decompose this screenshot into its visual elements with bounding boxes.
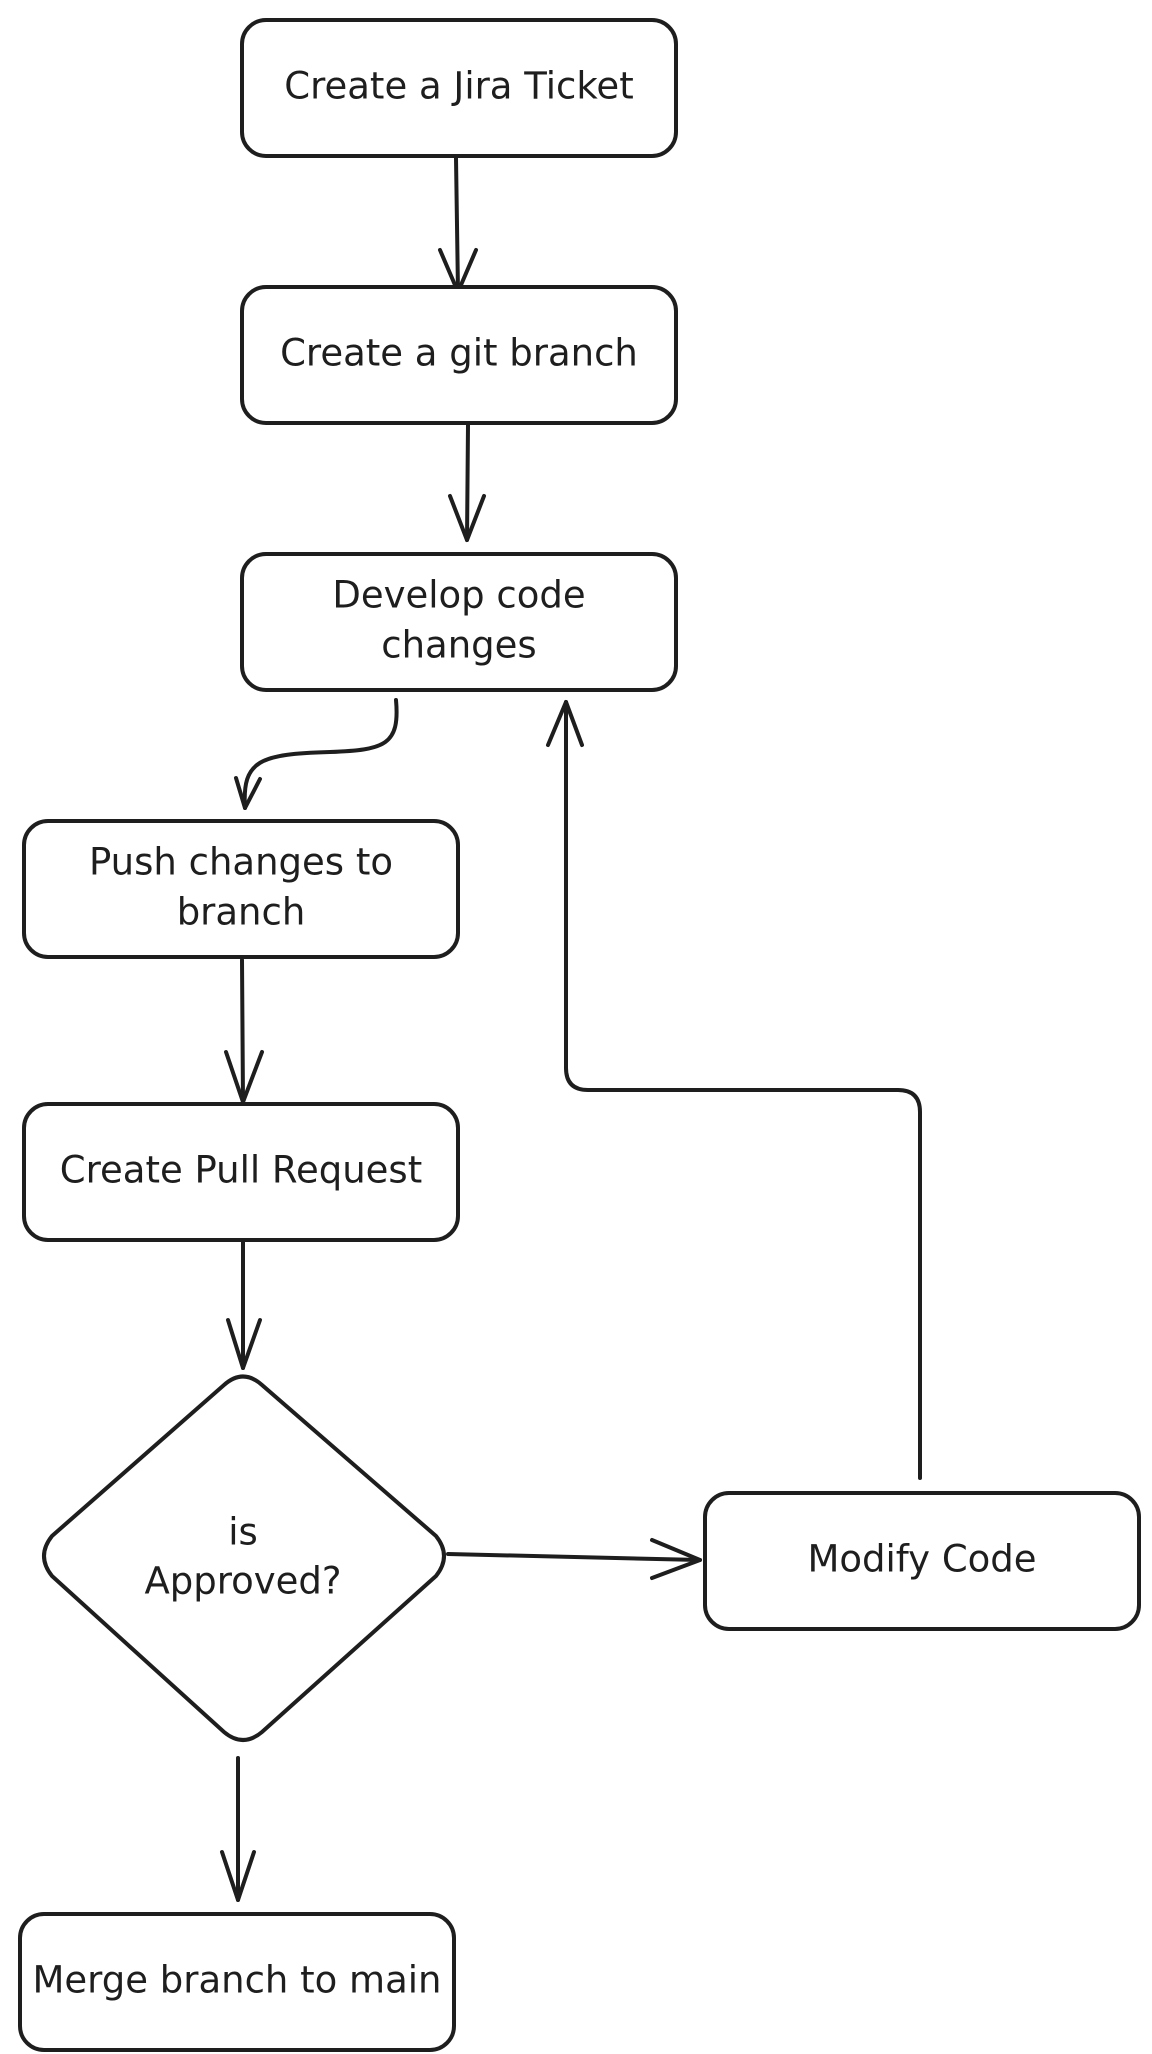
node-modify-code: Modify Code: [703, 1491, 1141, 1631]
arrowhead-modify-to-develop: [546, 700, 584, 747]
node-create-jira-ticket-label: Create a Jira Ticket: [284, 65, 633, 108]
node-is-approved-label-line1: is: [228, 1511, 258, 1554]
node-push-changes-label-line2: branch: [177, 891, 306, 934]
edge-develop-to-push: [242, 698, 399, 810]
node-create-jira-ticket: Create a Jira Ticket: [240, 18, 678, 158]
node-merge-branch-label: Merge branch to main: [33, 1959, 442, 2002]
edge-modify-to-develop: [564, 700, 922, 1480]
arrowhead-develop-to-push: [234, 776, 262, 810]
edge-push-to-pr: [240, 958, 245, 1104]
node-push-changes-label-line1: Push changes to: [89, 841, 393, 884]
node-develop-code-changes-label-line1: Develop code: [332, 574, 585, 617]
node-merge-branch: Merge branch to main: [18, 1912, 456, 2052]
node-create-pull-request: Create Pull Request: [22, 1102, 460, 1242]
node-modify-code-label: Modify Code: [807, 1538, 1036, 1581]
node-is-approved-label-line2: Approved?: [144, 1560, 341, 1603]
node-push-changes: Push changes to branch: [22, 819, 460, 959]
node-create-git-branch: Create a git branch: [240, 285, 678, 425]
node-create-git-branch-label: Create a git branch: [280, 332, 638, 375]
arrowhead-approved-to-modify: [650, 1538, 702, 1580]
edge-approved-to-modify: [446, 1552, 702, 1562]
edge-branch-to-develop: [465, 423, 470, 542]
arrowhead-branch-to-develop: [448, 494, 486, 542]
decision-diamond: [42, 1374, 446, 1742]
arrowhead-pr-to-approved: [226, 1318, 262, 1370]
edge-jira-to-branch: [454, 156, 460, 294]
node-develop-code-changes: Develop code changes: [240, 552, 678, 692]
node-create-pull-request-label: Create Pull Request: [60, 1149, 422, 1192]
edges: [220, 156, 922, 1902]
node-develop-code-changes-label-line2: changes: [381, 624, 536, 667]
arrowhead-approved-to-merge: [220, 1850, 256, 1902]
node-is-approved: is Approved?: [42, 1374, 446, 1742]
